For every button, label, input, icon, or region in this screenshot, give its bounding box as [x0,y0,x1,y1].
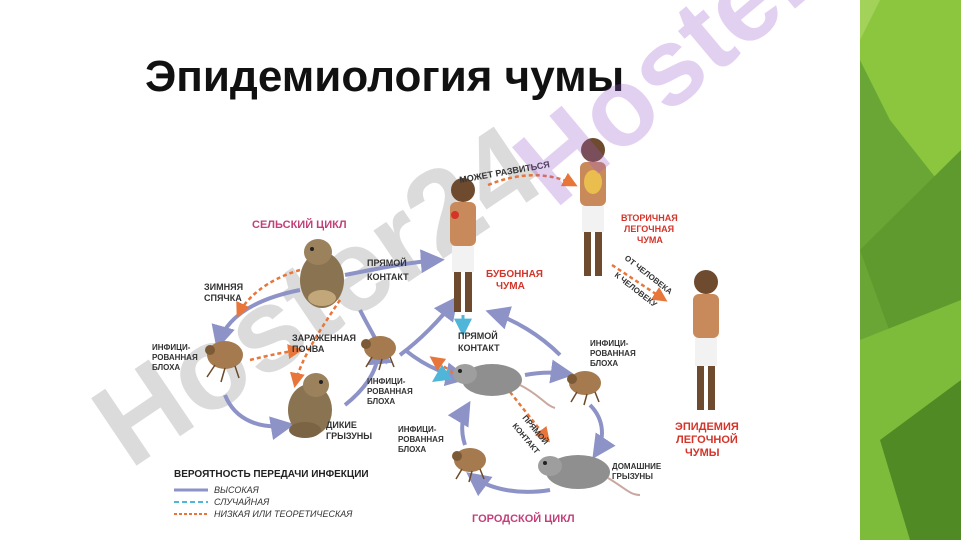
epidemic-line2: ЛЕГОЧНОЙ [676,433,738,446]
flea-left-line1: ИНФИЦИ- [152,343,191,352]
urban-cycle-label: ГОРОДСКОЙ ЦИКЛ [472,512,575,525]
secondary-line3: ЧУМА [637,235,663,245]
direct-contact-mid-line1: ПРЯМОЙ [458,330,498,341]
wild-rodents-line2: ГРЫЗУНЫ [326,431,372,441]
slide-title: Эпидемиология чумы [145,52,625,101]
arrow-hibernation [236,268,301,318]
flea-left [205,341,243,383]
hibernation-line1: ЗИМНЯЯ [204,282,243,292]
legend-title: ВЕРОЯТНОСТЬ ПЕРЕДАЧИ ИНФЕКЦИИ [174,469,369,480]
soil-line1: ЗАРАЖЕННАЯ [292,333,356,343]
direct-contact-mid-line2: КОНТАКТ [458,343,500,353]
flea-right [567,371,601,406]
purple-watermark: Hoster24 [491,0,931,228]
domestic-rat [538,455,641,496]
rural-cycle-label: СЕЛЬСКИЙ ЦИКЛ [252,218,347,231]
legend-item-random: СЛУЧАЙНАЯ [214,496,270,507]
arrow-person-to-person [611,263,668,302]
wild-rodent-top [300,239,344,308]
epidemic-line1: ЭПИДЕМИЯ [675,421,739,433]
legend: ВЕРОЯТНОСТЬ ПЕРЕДАЧИ ИНФЕКЦИИ ВЫСОКАЯ СЛ… [174,469,369,519]
domestic-rodents-line1: ДОМАШНИЕ [612,462,662,471]
legend-item-high: ВЫСОКАЯ [214,485,260,495]
rural-cycle-low-arrows [236,268,342,388]
direct-contact-top-line2: КОНТАКТ [367,272,409,282]
flea-center-line2: РОВАННАЯ [367,387,413,396]
soil-line2: ПОЧВА [292,344,325,354]
flea-right-line2: РОВАННАЯ [590,349,636,358]
flea-bottom [452,448,486,483]
hibernation-line2: СПЯЧКА [204,293,242,303]
flea-bottom-line2: РОВАННАЯ [398,435,444,444]
urban-cycle-arrows [447,306,616,497]
diagram-labels: СЕЛЬСКИЙ ЦИКЛ ГОРОДСКОЙ ЦИКЛ ЗИМНЯЯ СПЯЧ… [152,159,739,525]
arrow-may-develop [487,172,578,187]
domestic-rodents-line2: ГРЫЗУНЫ [612,472,653,481]
bubonic-line2: ЧУМА [496,281,525,292]
arrow-flea-to-human-right [485,306,562,357]
flea-left-line2: РОВАННАЯ [152,353,198,362]
flea-left-line3: БЛОХА [152,363,180,372]
arrow-direct-contact-human [344,249,445,277]
flea-center [361,336,396,371]
human-secondary [580,138,606,276]
arrow-flea-to-wild-rodent [223,394,295,440]
arrow-rat-to-flea-right [524,359,575,384]
flea-right-line1: ИНФИЦИ- [590,339,629,348]
bubonic-line1: БУБОННАЯ [486,269,543,280]
secondary-line2: ЛЕГОЧНАЯ [624,224,674,234]
flea-bottom-line3: БЛОХА [398,445,426,454]
arrow-flea-to-domestic-rodent [588,403,616,459]
wild-rodent-bottom [288,373,332,438]
flea-center-line3: БЛОХА [367,397,395,406]
human-bubonic [450,178,476,312]
purple-watermark-text: Hoster24 [491,0,931,228]
flea-right-line3: БЛОХА [590,359,618,368]
arrow-random [432,364,452,382]
flea-center-line1: ИНФИЦИ- [367,377,406,386]
direct-contact-top-line1: ПРЯМОЙ [367,257,407,268]
rat-center [453,364,556,409]
flea-bottom-line1: ИНФИЦИ- [398,425,437,434]
wild-rodents-line1: ДИКИЕ [326,420,357,430]
human-epidemic [693,270,719,410]
arrow-direct-contact-domestic [509,391,550,443]
green-side-band [860,0,961,540]
arrow-domestic-rodent-to-flea [466,472,551,497]
secondary-line1: ВТОРИЧНАЯ [621,213,678,223]
arrow-flea-to-rat-bottom [447,400,471,446]
arrow-soil [290,299,342,388]
legend-item-low: НИЗКАЯ ИЛИ ТЕОРЕТИЧЕСКАЯ [214,509,353,519]
epidemic-line3: ЧУМЫ [685,447,720,459]
